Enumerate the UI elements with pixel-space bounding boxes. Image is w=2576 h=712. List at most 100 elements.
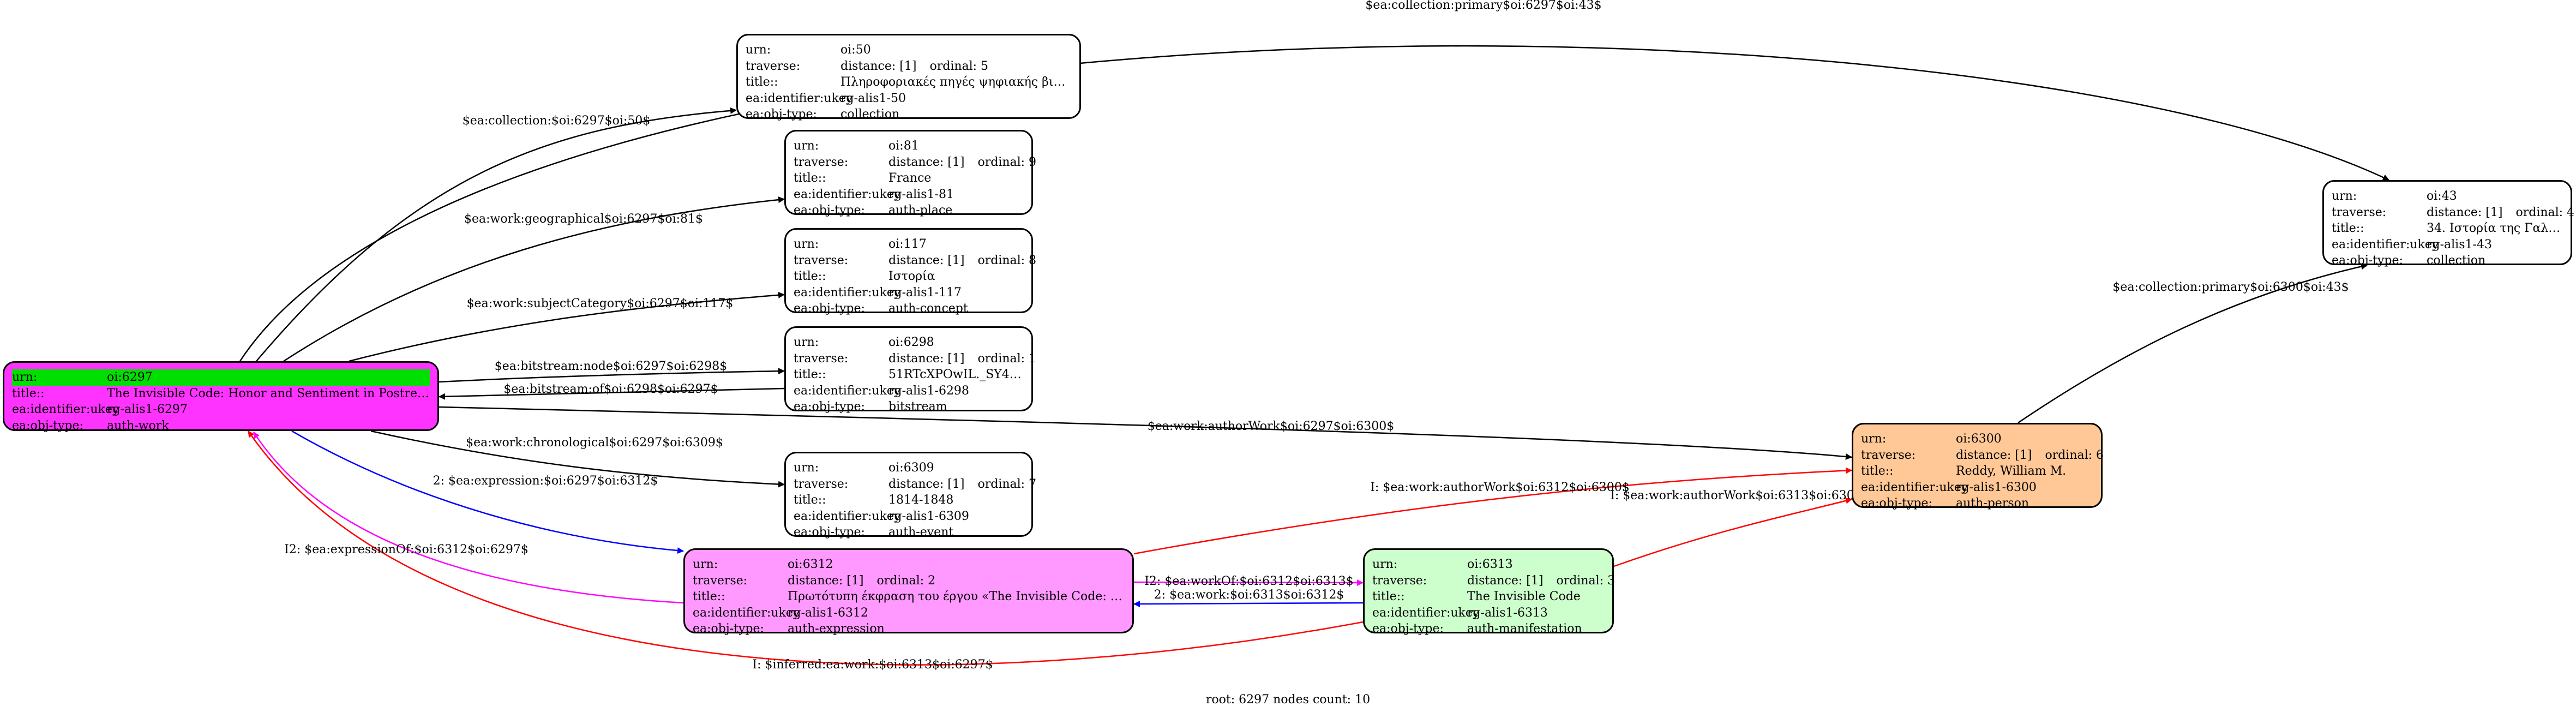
edge-n6300-n43 — [2017, 263, 2368, 424]
node-type: auth-work — [107, 418, 169, 433]
edge-n6297-n6300 — [439, 406, 1852, 460]
node-ordinal: ordinal: 5 — [929, 59, 989, 73]
node-ukey: rg-alis1-117 — [888, 285, 962, 300]
edge-n6312-n6297 — [253, 432, 684, 604]
edge-label: $ea:collection:$oi:6297$oi:50$ — [463, 114, 651, 128]
node-oi-43[interactable]: urn:oi:43 traverse:distance: [1]ordinal:… — [2322, 180, 2575, 267]
node-oi-6300[interactable]: urn:oi:6300 traverse:distance: [1]ordina… — [1852, 423, 2104, 510]
node-ordinal: ordinal: 1 — [977, 351, 1037, 366]
node-distance: distance: [1] — [888, 253, 965, 267]
node-type: auth-concept — [888, 302, 968, 315]
node-oi-6297[interactable]: urn:oi:6297 title::The Invisible Code: H… — [3, 361, 439, 434]
node-title-row: title::The Invisible Code: Honor and Sen… — [12, 386, 430, 402]
node-type-row: ea:obj-type:auth-work — [12, 418, 430, 434]
node-distance: distance: [1] — [2427, 205, 2503, 219]
node-distance: distance: [1] — [1467, 573, 1544, 588]
node-oi-50[interactable]: urn:oi:50 traverse:distance: [1]ordinal:… — [736, 34, 1081, 121]
node-distance: distance: [1] — [788, 573, 864, 588]
node-ordinal: ordinal: 6 — [2045, 448, 2104, 462]
node-urn: oi:117 — [888, 237, 927, 251]
edge-label: I2: $ea:expressionOf:$oi:6312$oi:6297$ — [284, 543, 529, 557]
node-ukey: rg-alis1-6309 — [888, 509, 969, 523]
node-ukey: rg-alis1-6300 — [1956, 480, 2037, 494]
edge-label: $ea:collection:primary$oi:6297$oi:43$ — [1365, 0, 1601, 12]
edge-n6297-n50 — [256, 107, 737, 362]
edge-n6297-n117 — [349, 291, 785, 362]
edge-n6313-n6312 — [1133, 600, 1364, 607]
edge-label: $ea:collection:primary$oi:6300$oi:43$ — [2112, 280, 2349, 294]
node-title: Reddy, William M. — [1956, 464, 2067, 478]
node-ukey: rg-alis1-6312 — [788, 606, 868, 620]
node-title: 1814-1848 — [888, 493, 954, 507]
node-distance: distance: [1] — [888, 155, 965, 169]
edge-label: $ea:work:geographical$oi:6297$oi:81$ — [464, 212, 703, 226]
edge-n6297-n6309 — [370, 430, 785, 488]
edge-label: $ea:work:subjectCategory$oi:6297$oi:117$ — [467, 297, 734, 310]
node-ukey: rg-alis1-50 — [840, 91, 906, 105]
edge-label: 2: $ea:expression:$oi:6297$oi:6312$ — [433, 474, 658, 488]
node-title: France — [888, 171, 932, 185]
edge-n6297-n81 — [283, 196, 785, 362]
node-urn: oi:6297 — [107, 370, 153, 384]
edge-label: $ea:bitstream:node$oi:6297$oi:6298$ — [495, 360, 727, 373]
edge-n6297-n6312 — [291, 430, 684, 554]
node-type: auth-manifestation — [1467, 622, 1582, 636]
node-urn: oi:6313 — [1467, 558, 1513, 571]
node-type: auth-event — [888, 525, 954, 539]
node-distance: distance: [1] — [888, 351, 965, 366]
edge-label: $ea:bitstream:of$oi:6298$oi:6297$ — [503, 382, 718, 396]
node-type: auth-person — [1956, 496, 2029, 510]
node-ordinal: ordinal: 8 — [977, 253, 1037, 267]
node-urn: oi:43 — [2427, 189, 2457, 203]
node-ukey: rg-alis1-43 — [2427, 237, 2492, 252]
node-oi-6313[interactable]: urn:oi:6313 traverse:distance: [1]ordina… — [1363, 548, 1615, 636]
node-title: 34. Ιστορία της Γαλλίας — [2427, 222, 2563, 235]
edge-label: I: $inferred:ea:work:$oi:6313$oi:6297$ — [752, 658, 993, 672]
node-type: bitstream — [888, 400, 947, 414]
edge-label: I: $ea:work:authorWork$oi:6312$oi:6300$ — [1370, 481, 1630, 494]
node-oi-81[interactable]: urn:oi:81 traverse:distance: [1]ordinal:… — [784, 130, 1037, 217]
node-urn: oi:6300 — [1956, 432, 2002, 446]
edge-n6298-n6297 — [439, 387, 785, 400]
edge-label: I: $ea:work:authorWork$oi:6313$oi:6300$ — [1610, 489, 1870, 502]
node-ordinal: ordinal: 7 — [977, 477, 1037, 491]
node-ukey: rg-alis1-81 — [888, 187, 954, 201]
node-type: auth-expression — [788, 622, 885, 636]
node-ukey: rg-alis1-6298 — [888, 384, 969, 398]
node-type: collection — [840, 107, 900, 121]
node-type: collection — [2427, 254, 2486, 267]
node-oi-6298[interactable]: urn:oi:6298 traverse:distance: [1]ordina… — [784, 326, 1037, 414]
graph-footer: root: 6297 nodes count: 10 — [1205, 693, 1371, 707]
node-distance: distance: [1] — [1956, 448, 2032, 462]
node-oi-117[interactable]: urn:oi:117 traverse:distance: [1]ordinal… — [784, 228, 1037, 315]
node-oi-6312[interactable]: urn:oi:6312 traverse:distance: [1]ordina… — [683, 548, 1134, 636]
node-title: The Invisible Code — [1467, 590, 1581, 603]
edge-label: 2: $ea:work:$oi:6313$oi:6312$ — [1154, 588, 1344, 602]
node-title: The Invisible Code: Honor and Sentiment … — [107, 386, 430, 400]
edge-n6297-n43 — [239, 45, 2389, 362]
node-urn: oi:81 — [888, 139, 919, 153]
node-urn: oi:6298 — [888, 336, 934, 349]
edge-n6312-n6313 — [1133, 579, 1364, 587]
node-ordinal: ordinal: 2 — [876, 573, 936, 588]
edge-label: $ea:work:chronological$oi:6297$oi:6309$ — [466, 436, 723, 450]
node-oi-6309[interactable]: urn:oi:6309 traverse:distance: [1]ordina… — [784, 452, 1037, 539]
edge-label: I2: $ea:workOf:$oi:6312$oi:6313$ — [1144, 575, 1354, 588]
node-title: Πρωτότυπη έκφραση του έργου «The Invisib… — [788, 590, 1125, 603]
edge-n6313-n6300 — [1613, 497, 1852, 567]
node-ukey: rg-alis1-6297 — [107, 403, 188, 416]
node-distance: distance: [1] — [840, 59, 917, 73]
node-title: Πληροφοριακές πηγές ψηφιακής βιβλιοθήκης — [840, 75, 1072, 89]
node-urn: oi:50 — [840, 43, 871, 57]
edge-n6313-n6297 — [247, 430, 1364, 666]
node-type: auth-place — [888, 204, 953, 217]
node-ukey: rg-alis1-6313 — [1467, 606, 1548, 620]
edge-label: $ea:work:authorWork$oi:6297$oi:6300$ — [1148, 420, 1395, 433]
node-ordinal: ordinal: 4 — [2515, 205, 2575, 219]
node-title: Ιστορία — [888, 270, 935, 283]
node-ordinal: ordinal: 9 — [977, 155, 1037, 169]
edge-n6297-n6298 — [439, 368, 785, 383]
node-urn: oi:6312 — [788, 558, 833, 571]
